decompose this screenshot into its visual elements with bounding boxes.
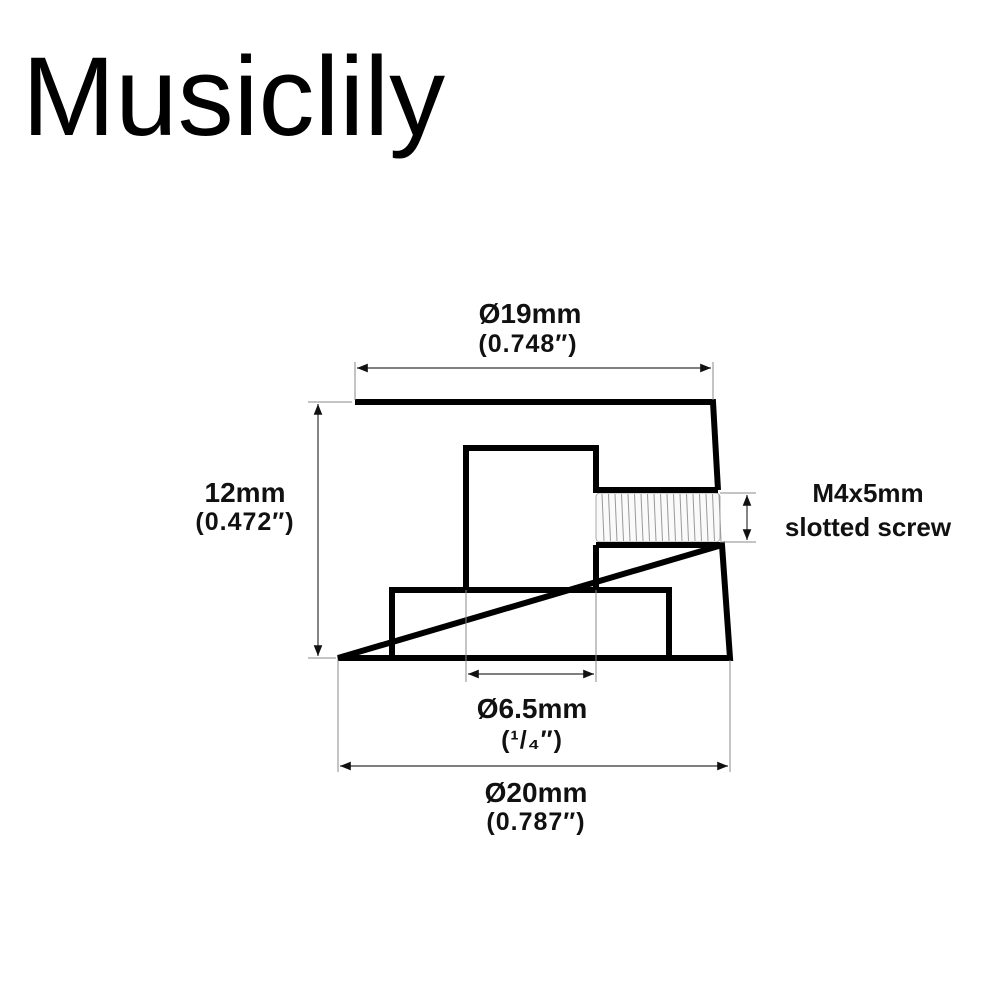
thread-line (686, 493, 689, 542)
height-imperial: (0.472″) (195, 508, 294, 536)
thread-line (660, 493, 663, 542)
shaft-bore-outline (463, 445, 722, 590)
screw-threads (595, 492, 722, 543)
thread-line (666, 493, 670, 542)
top-diameter-imperial: (0.748″) (478, 330, 577, 358)
thread-line (653, 493, 657, 542)
thread-line (608, 493, 611, 542)
height-metric: 12mm (205, 477, 286, 508)
thread-line (614, 493, 618, 542)
thread-line (673, 493, 676, 542)
thread-line (627, 493, 631, 542)
shaft-hole-metric: Ø6.5mm (477, 693, 588, 724)
knob-outer-outline (337, 399, 734, 661)
thread-line (647, 493, 650, 542)
extension-lines (308, 362, 756, 772)
shaft-hole-imperial: (¹/₄″) (501, 726, 563, 754)
thread-line (699, 493, 702, 542)
screw-type: slotted screw (785, 512, 952, 542)
thread-line (640, 493, 644, 542)
thread-line (601, 493, 605, 542)
bottom-diameter-metric: Ø20mm (485, 777, 588, 808)
brand-logo: Musiclily (22, 34, 445, 159)
thread-line (705, 493, 709, 542)
thread-line (712, 493, 715, 542)
thread-line (634, 493, 637, 542)
thread-line (679, 493, 683, 542)
base-recess-outline (389, 587, 672, 658)
top-diameter-metric: Ø19mm (479, 298, 582, 329)
screw-size: M4x5mm (812, 478, 923, 508)
thread-line (718, 493, 722, 542)
bottom-diameter-imperial: (0.787″) (486, 808, 585, 836)
thread-line (621, 493, 624, 542)
thread-line (692, 493, 696, 542)
